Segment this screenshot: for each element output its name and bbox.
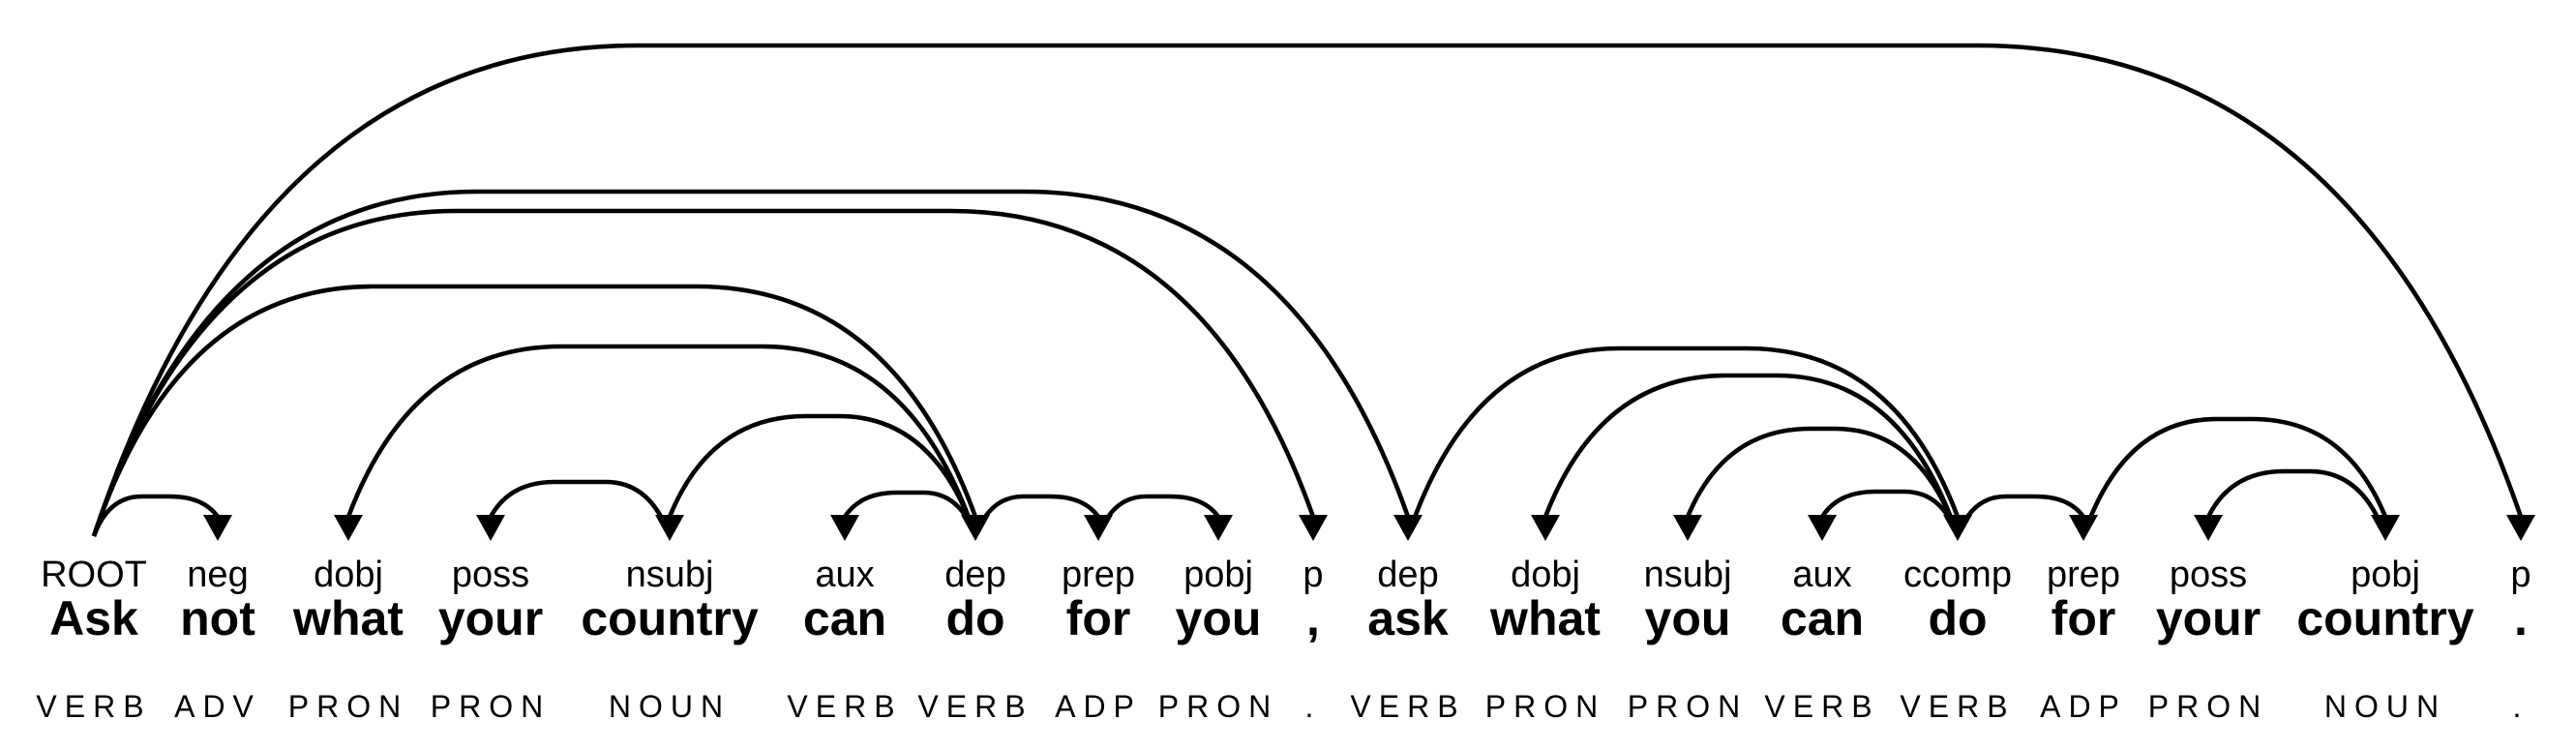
dependency-label: nsubj: [625, 555, 714, 595]
pos-tag: PRON: [2147, 689, 2269, 724]
dependency-arc-pobj: [2081, 416, 2388, 537]
arrowhead-icon: [655, 515, 684, 541]
token-word: can: [1780, 591, 1865, 645]
dependency-arc-poss: [488, 479, 673, 537]
dependency-arc-prep: [973, 494, 1100, 537]
pos-tag: .: [2512, 689, 2530, 724]
dependency-label: ccomp: [1903, 555, 2012, 595]
dependency-arc-dobj: [345, 344, 978, 537]
pos-tag: VERB: [787, 689, 903, 724]
dependency-arc-nsubj: [667, 413, 978, 537]
pos-tag: VERB: [1350, 689, 1466, 724]
pos-tag: PRON: [287, 689, 409, 724]
pos-tag: VERB: [917, 689, 1033, 724]
dependency-arc-prep: [1955, 494, 2085, 537]
dependency-arc-poss: [2205, 468, 2388, 537]
dependency-label: neg: [187, 555, 249, 595]
dependency-arc-p: [91, 43, 2524, 537]
dependency-arc-nsubj: [1685, 426, 1961, 537]
token-word: ,: [1306, 591, 1320, 645]
pos-tag: VERB: [36, 689, 152, 724]
arrowhead-icon: [2069, 515, 2098, 541]
pos-tag: NOUN: [608, 689, 732, 724]
pos-tag: VERB: [1900, 689, 2016, 724]
dependency-label: dobj: [1511, 555, 1580, 595]
arrowhead-icon: [334, 515, 363, 541]
dependency-label: dep: [944, 555, 1006, 595]
dependency-label: prep: [2046, 555, 2121, 595]
token-word: you: [1175, 591, 1262, 645]
pos-tag: PRON: [1484, 689, 1606, 724]
dependency-label: prep: [1061, 555, 1136, 595]
token-word: you: [1644, 591, 1731, 645]
arrowhead-icon: [2371, 515, 2400, 541]
arrowhead-icon: [1393, 515, 1423, 541]
dependency-arc-neg: [91, 494, 220, 537]
dependency-label: poss: [2169, 555, 2248, 595]
arrowhead-icon: [1673, 515, 1702, 541]
dependency-label: p: [1303, 555, 1324, 595]
dependency-label: poss: [451, 555, 530, 595]
pos-tag: PRON: [1157, 689, 1279, 724]
dependency-label: nsubj: [1643, 555, 1732, 595]
pos-tag: NOUN: [2323, 689, 2447, 724]
token-word: .: [2514, 591, 2528, 645]
dependency-arc-aux: [843, 490, 978, 537]
arrowhead-icon: [203, 515, 232, 541]
dependency-arc-dep: [91, 284, 978, 537]
token-word: country: [2296, 591, 2474, 645]
pos-tag: ADV: [174, 689, 261, 724]
token-word: what: [1490, 591, 1601, 645]
dependency-label: pobj: [2351, 555, 2420, 595]
token-word: for: [1065, 591, 1131, 645]
dependency-arc-dep: [91, 189, 1411, 537]
dependency-label: p: [2510, 555, 2531, 595]
token-word: Ask: [49, 591, 138, 645]
token-word: not: [180, 591, 255, 645]
token-word: country: [581, 591, 759, 645]
arrowhead-icon: [1531, 515, 1560, 541]
dependency-label: aux: [1792, 555, 1852, 595]
pos-tag: .: [1304, 689, 1322, 724]
token-word: for: [2051, 591, 2116, 645]
token-word: do: [1928, 591, 1988, 645]
token-word: ask: [1367, 591, 1449, 645]
token-word: your: [437, 591, 544, 645]
pos-tag: PRON: [430, 689, 552, 724]
arrowhead-icon: [1299, 515, 1328, 541]
arrowhead-icon: [476, 515, 505, 541]
arrowhead-icon: [2194, 515, 2223, 541]
pos-tag: PRON: [1627, 689, 1749, 724]
token-word: your: [2155, 591, 2261, 645]
token-word: do: [945, 591, 1005, 645]
dependency-label: ROOT: [41, 555, 147, 595]
pos-tag: ADP: [2040, 689, 2127, 724]
arrowhead-icon: [1808, 515, 1837, 541]
dependency-arc-aux: [1820, 489, 1961, 537]
dependency-label: dobj: [314, 555, 383, 595]
dependency-label: pobj: [1183, 555, 1253, 595]
arrowhead-icon: [2506, 515, 2535, 541]
dependency-arc-pobj: [1095, 494, 1220, 537]
token-word: what: [293, 591, 404, 645]
token-word: can: [802, 591, 887, 645]
arrowhead-icon: [1204, 515, 1233, 541]
pos-tag: VERB: [1764, 689, 1880, 724]
pos-tag: ADP: [1055, 689, 1142, 724]
dependency-label: dep: [1377, 555, 1439, 595]
dependency-label: aux: [815, 555, 875, 595]
dependency-arc-ccomp: [1405, 345, 1961, 537]
dependency-arc-dobj: [1543, 373, 1961, 537]
dependency-arc-p: [91, 208, 1316, 537]
arrowhead-icon: [830, 515, 859, 541]
